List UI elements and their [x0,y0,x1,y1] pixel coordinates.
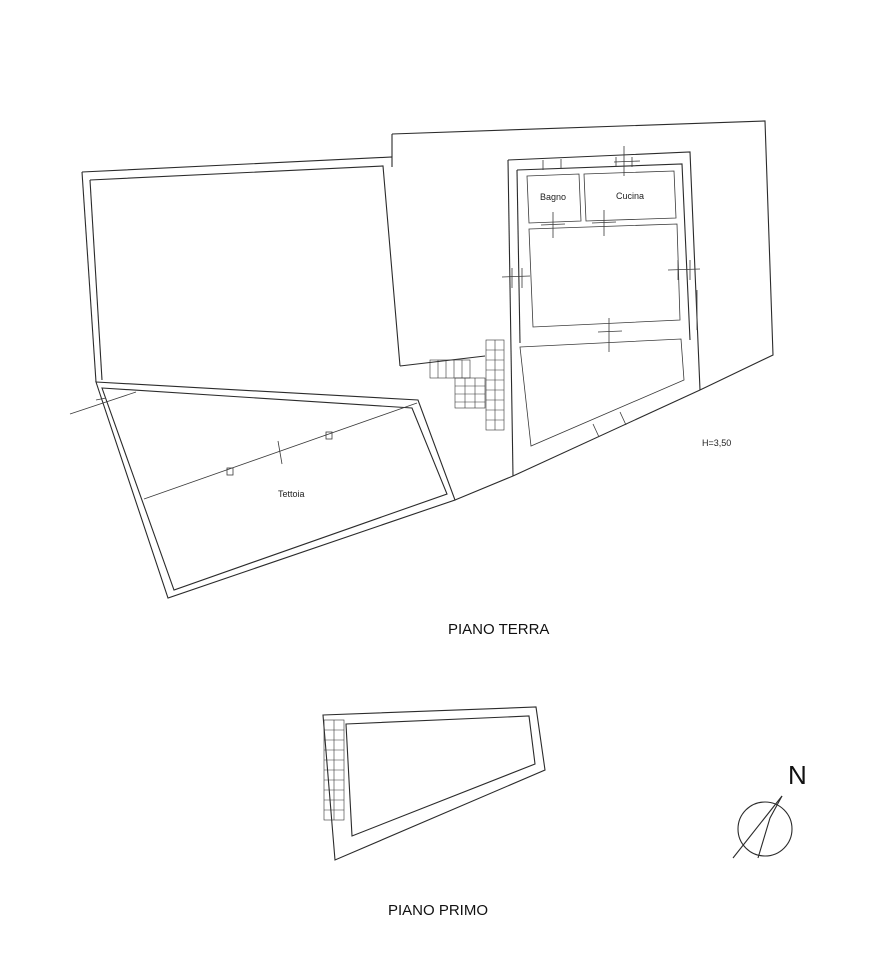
tettoia [69,381,456,599]
floor-title-first: PIANO PRIMO [388,902,488,919]
floor-title-ground: PIANO TERRA [448,621,549,638]
central-stairs [429,339,505,431]
ground-floor-plan [69,120,774,599]
room-label-bagno: Bagno [540,192,566,202]
room-lower [519,338,685,447]
room-bagno [526,173,582,224]
room-cucina [583,170,677,222]
north-arrow-icon [732,795,793,859]
main-building [391,120,774,501]
room-label-tettoia: Tettoia [278,489,305,499]
room-middle [528,223,681,328]
left-courtyard [81,156,401,383]
height-note: H=3,50 [702,438,731,448]
room-label-cucina: Cucina [616,191,644,201]
inner-house [501,146,701,477]
first-floor-plan [322,706,546,861]
north-label: N [788,760,807,790]
